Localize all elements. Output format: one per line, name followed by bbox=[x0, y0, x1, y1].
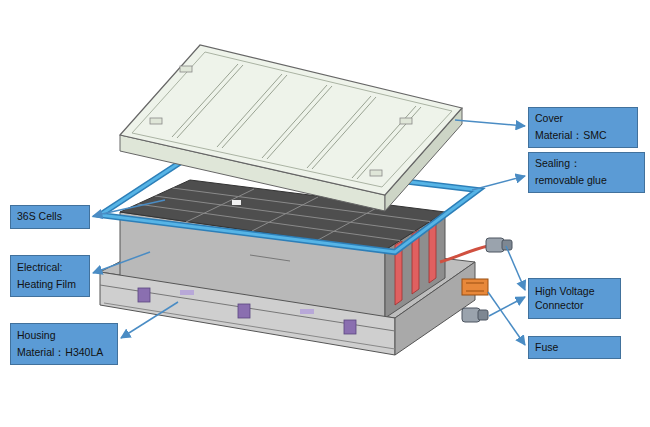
callout-text: 36S Cells bbox=[17, 210, 83, 224]
fuse bbox=[462, 279, 488, 295]
leader-lines bbox=[93, 120, 525, 345]
housing-tray bbox=[104, 303, 395, 349]
high-voltage-connector bbox=[486, 238, 504, 252]
cover-rib bbox=[312, 97, 376, 169]
callout-text: Material：H340LA bbox=[17, 346, 111, 360]
high-voltage-connector bbox=[462, 308, 480, 322]
leader-line bbox=[488, 292, 525, 345]
leader-line bbox=[121, 302, 178, 338]
hv-cable bbox=[440, 246, 488, 262]
callout-text: Sealing： bbox=[535, 157, 638, 171]
leader-line bbox=[455, 120, 525, 126]
callout-text: Electrical: bbox=[17, 261, 83, 275]
callout-text: Cover bbox=[535, 112, 631, 126]
cover-rib bbox=[357, 107, 421, 179]
cover-tab bbox=[180, 66, 192, 72]
housing-tray bbox=[100, 262, 475, 355]
tray-fitting bbox=[180, 290, 194, 295]
cell-column-line bbox=[252, 197, 318, 231]
cover-tab bbox=[150, 118, 162, 124]
callout-box: High Voltage Connector bbox=[528, 278, 621, 319]
callout-box: Electrical: Heating Film bbox=[10, 255, 90, 297]
leader-line bbox=[472, 176, 525, 190]
cover-rib bbox=[217, 74, 282, 147]
cell-column-line bbox=[186, 189, 254, 222]
mounting-bracket bbox=[238, 304, 250, 318]
callout-text: Fuse bbox=[535, 341, 614, 355]
fuse bbox=[466, 283, 484, 284]
cell-column-line bbox=[318, 205, 382, 240]
leader-line bbox=[489, 297, 525, 316]
cover-top bbox=[120, 45, 462, 195]
cover-tab bbox=[370, 170, 382, 176]
leader-line bbox=[93, 200, 165, 216]
fuse bbox=[462, 279, 488, 295]
callout-text: Housing bbox=[17, 329, 111, 343]
cover-rib bbox=[307, 96, 371, 168]
callout-box: 36S Cells bbox=[10, 205, 90, 229]
callout-box: Fuse bbox=[528, 336, 621, 359]
cover-edge bbox=[132, 52, 452, 187]
callout-text: Material：SMC bbox=[535, 129, 631, 143]
callout-text: High Voltage Connector bbox=[535, 285, 614, 312]
callout-box: HousingMaterial：H340LA bbox=[10, 323, 118, 365]
leader-line bbox=[506, 246, 525, 290]
cover-rib bbox=[222, 75, 287, 148]
callout-box: CoverMaterial：SMC bbox=[528, 107, 638, 148]
callout-text: removable glue bbox=[535, 174, 638, 188]
mounting-bracket bbox=[138, 288, 150, 302]
cover-tab bbox=[400, 118, 412, 124]
mounting-bracket bbox=[344, 320, 356, 334]
film-marking bbox=[250, 255, 290, 261]
housing-tray bbox=[100, 272, 395, 355]
cover bbox=[120, 45, 462, 211]
callout-text: Heating Film bbox=[17, 278, 83, 292]
label-plate bbox=[232, 200, 241, 205]
fuse bbox=[466, 291, 484, 292]
cover-rib bbox=[262, 85, 327, 158]
leader-line bbox=[93, 252, 150, 273]
high-voltage-connector bbox=[478, 310, 488, 320]
cover-rib bbox=[267, 86, 332, 159]
cover-rib bbox=[172, 64, 238, 137]
cover-rib bbox=[352, 106, 416, 178]
cover-rib bbox=[177, 65, 243, 138]
tray-fitting bbox=[300, 309, 314, 314]
callout-box: Sealing： removable glue bbox=[528, 152, 645, 193]
